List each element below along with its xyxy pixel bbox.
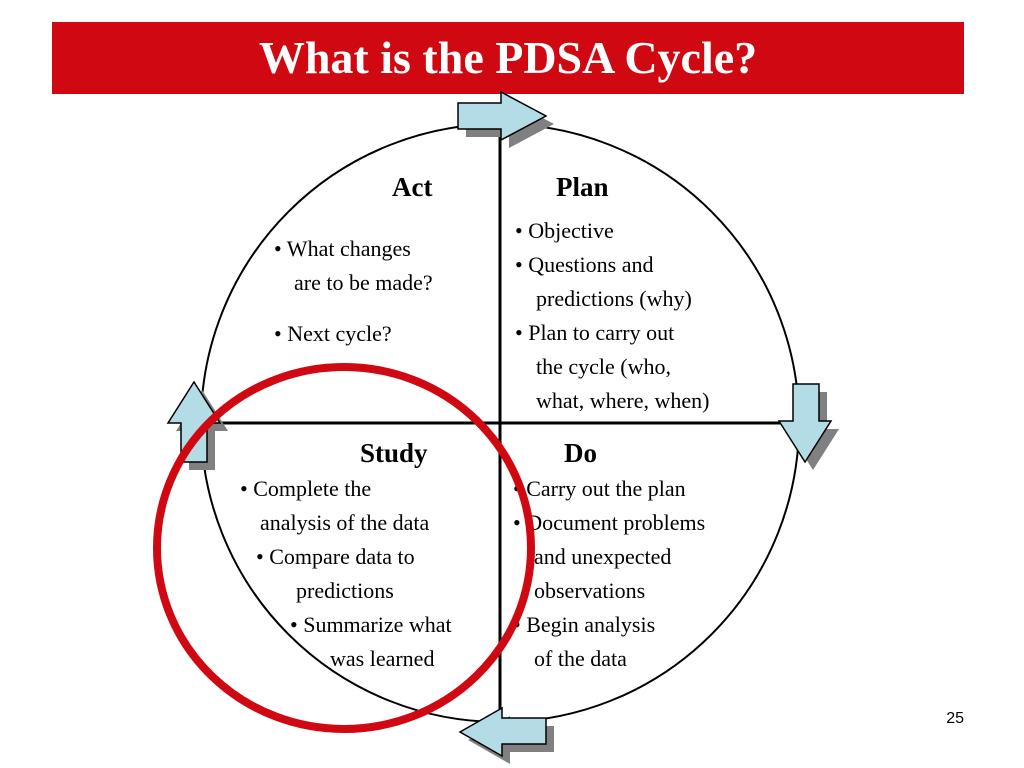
arrow-right-icon bbox=[457, 90, 554, 148]
do-line-3: and unexpected bbox=[534, 544, 672, 569]
act-line-3: • Next cycle? bbox=[274, 321, 392, 346]
study-line-4: predictions bbox=[296, 578, 394, 603]
act-line-1: • What changes bbox=[274, 236, 411, 261]
arrow-left-icon bbox=[458, 706, 554, 764]
do-line-4: observations bbox=[534, 578, 646, 603]
study-line-2: analysis of the data bbox=[260, 510, 430, 535]
study-line-1: • Complete the bbox=[240, 476, 372, 501]
plan-line-5: the cycle (who, bbox=[536, 354, 671, 379]
arrow-down-icon bbox=[777, 383, 839, 470]
do-line-6: of the data bbox=[534, 646, 627, 671]
plan-line-6: what, where, when) bbox=[536, 388, 710, 413]
slide-title: What is the PDSA Cycle? bbox=[258, 32, 758, 83]
act-heading: Act bbox=[392, 172, 433, 202]
do-line-5: • Begin analysis bbox=[513, 612, 656, 637]
plan-heading: Plan bbox=[556, 172, 609, 202]
page-number: 25 bbox=[946, 710, 964, 727]
arrow-up-icon bbox=[166, 380, 228, 470]
study-line-6: was learned bbox=[330, 646, 435, 671]
title-bar: What is the PDSA Cycle? bbox=[52, 22, 964, 94]
study-line-5: • Summarize what bbox=[290, 612, 452, 637]
do-heading: Do bbox=[564, 438, 597, 468]
plan-line-3: predictions (why) bbox=[536, 286, 692, 311]
study-heading: Study bbox=[360, 438, 428, 468]
study-line-3: • Compare data to bbox=[256, 544, 415, 569]
do-line-2: • Document problems bbox=[513, 510, 706, 535]
plan-line-4: • Plan to carry out bbox=[515, 320, 675, 345]
do-line-1: • Carry out the plan bbox=[513, 476, 686, 501]
act-line-2: are to be made? bbox=[294, 270, 433, 295]
plan-line-1: • Objective bbox=[515, 218, 614, 243]
plan-line-2: • Questions and bbox=[515, 252, 654, 277]
